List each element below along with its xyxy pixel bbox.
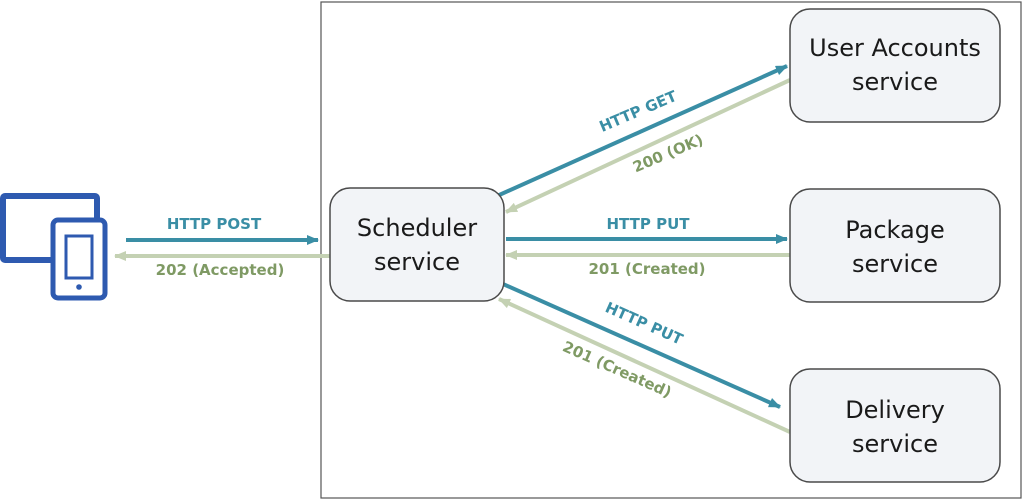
- package-service-sublabel: service: [852, 250, 938, 278]
- scheduler-service-node: Scheduler service: [329, 187, 505, 302]
- user-get-label: HTTP GET: [597, 87, 681, 136]
- user-accounts-service-node: User Accounts service: [789, 8, 1001, 123]
- client-post-label: HTTP POST: [167, 215, 262, 233]
- scheduler-service-label: Scheduler: [357, 214, 477, 242]
- package-put-label: HTTP PUT: [607, 215, 691, 233]
- package-service-label: Package: [845, 216, 944, 244]
- user-accounts-service-label: User Accounts: [809, 34, 981, 62]
- package-service-node: Package service: [789, 188, 1001, 303]
- scheduler-service-sublabel: service: [374, 248, 460, 276]
- delivery-service-sublabel: service: [852, 430, 938, 458]
- user-accounts-service-sublabel: service: [852, 68, 938, 96]
- user-get-arrow: [496, 64, 788, 198]
- user-ok-arrow: [505, 78, 791, 214]
- client-accepted-label: 202 (Accepted): [156, 261, 285, 279]
- delivery-service-node: Delivery service: [789, 368, 1001, 483]
- system-boundary: [320, 1, 1022, 499]
- devices-icon: [0, 193, 108, 301]
- delivery-service-label: Delivery: [845, 396, 945, 424]
- package-created-label: 201 (Created): [588, 260, 705, 278]
- delivery-created-arrow: [498, 297, 791, 434]
- delivery-put-arrow: [502, 282, 781, 409]
- delivery-put-label: HTTP PUT: [602, 298, 686, 349]
